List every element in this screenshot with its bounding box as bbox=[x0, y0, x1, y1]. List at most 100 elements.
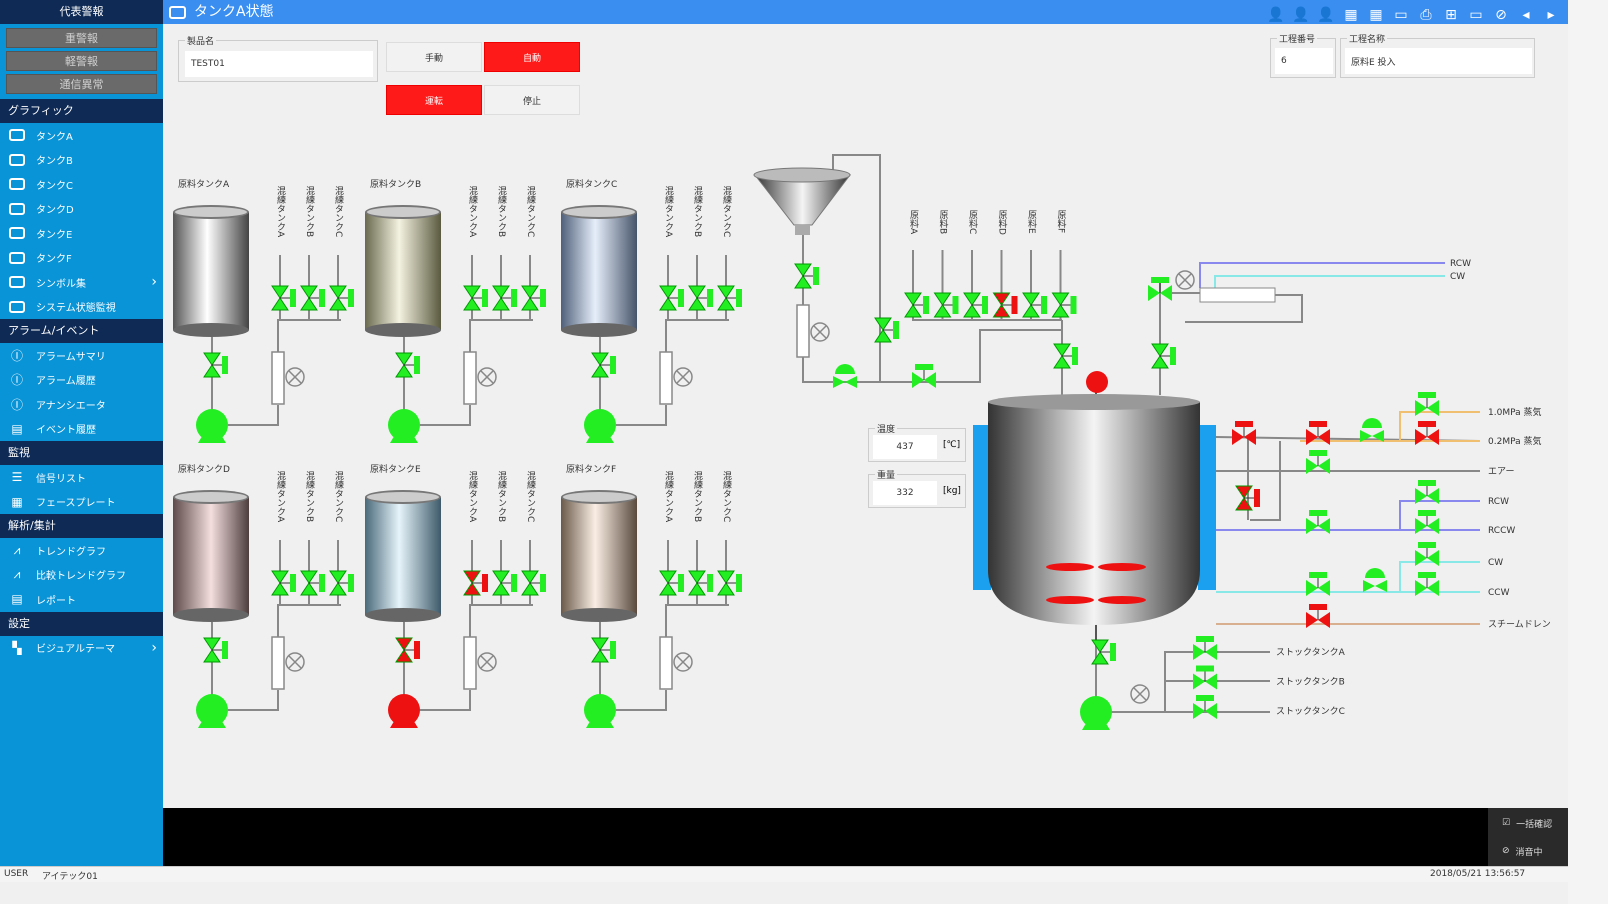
valve[interactable] bbox=[1053, 343, 1078, 369]
valve[interactable] bbox=[1415, 392, 1439, 416]
valve[interactable] bbox=[992, 292, 1018, 318]
valve[interactable] bbox=[521, 285, 546, 311]
sidebar-item[interactable]: ☰信号リスト bbox=[0, 465, 163, 490]
valve[interactable] bbox=[591, 352, 616, 378]
pump[interactable] bbox=[1080, 696, 1112, 730]
valve[interactable] bbox=[395, 352, 420, 378]
valve[interactable] bbox=[1193, 695, 1217, 719]
stop-button[interactable]: 停止 bbox=[484, 85, 580, 115]
grid-icon[interactable]: ▦ bbox=[1344, 7, 1358, 23]
pump[interactable] bbox=[196, 694, 228, 728]
valve[interactable] bbox=[963, 292, 988, 318]
sidebar-item[interactable]: ▦フェースプレート bbox=[0, 490, 163, 515]
valve[interactable] bbox=[1235, 485, 1260, 511]
sidebar-item[interactable]: システム状態監視 bbox=[0, 295, 163, 320]
valve[interactable] bbox=[463, 285, 488, 311]
valve[interactable] bbox=[1415, 510, 1439, 534]
valve[interactable] bbox=[874, 317, 899, 343]
sidebar-item[interactable]: タンクA bbox=[0, 123, 163, 148]
valve[interactable] bbox=[1306, 510, 1330, 534]
prev-icon[interactable]: ◂ bbox=[1522, 7, 1530, 23]
window-icon[interactable]: ▭ bbox=[1394, 7, 1408, 23]
grid-icon[interactable]: ▦ bbox=[1369, 7, 1383, 23]
valve[interactable] bbox=[1148, 277, 1172, 301]
sidebar-item[interactable]: ▤イベント履歴 bbox=[0, 417, 163, 442]
valve[interactable] bbox=[300, 570, 325, 596]
control-valve[interactable] bbox=[833, 364, 857, 388]
valve[interactable] bbox=[329, 570, 354, 596]
user-icon[interactable]: 👤 bbox=[1317, 7, 1335, 23]
sidebar-item[interactable]: ▤レポート bbox=[0, 587, 163, 612]
valve[interactable] bbox=[1306, 572, 1330, 596]
pump[interactable] bbox=[388, 694, 420, 728]
pump[interactable] bbox=[584, 409, 616, 443]
valve[interactable] bbox=[1051, 292, 1077, 318]
mute-button[interactable]: ⊘消音中 bbox=[1502, 838, 1543, 864]
manual-button[interactable]: 手動 bbox=[386, 42, 482, 72]
sidebar-item[interactable]: シンボル集› bbox=[0, 270, 163, 295]
pump[interactable] bbox=[196, 409, 228, 443]
valve[interactable] bbox=[463, 570, 488, 596]
valve[interactable] bbox=[933, 292, 959, 318]
valve[interactable] bbox=[794, 263, 819, 289]
valve[interactable] bbox=[717, 285, 742, 311]
valve[interactable] bbox=[1022, 292, 1047, 318]
sidebar-item[interactable]: タンクE bbox=[0, 221, 163, 246]
heavy-alarm-button[interactable]: 重警報 bbox=[6, 28, 157, 48]
valve[interactable] bbox=[659, 285, 684, 311]
valve[interactable] bbox=[1415, 572, 1439, 596]
valve[interactable] bbox=[1415, 421, 1439, 445]
printer-icon[interactable]: ⎙ bbox=[1420, 7, 1432, 23]
sidebar-item[interactable]: タンクD bbox=[0, 197, 163, 222]
valve[interactable] bbox=[591, 637, 616, 663]
valve[interactable] bbox=[1193, 665, 1217, 690]
user-icon[interactable]: 👤 bbox=[1267, 7, 1285, 23]
next-icon[interactable]: ▸ bbox=[1547, 7, 1555, 23]
sidebar-item[interactable]: ▚ビジュアルテーマ› bbox=[0, 636, 163, 661]
valve[interactable] bbox=[1306, 604, 1330, 628]
sidebar-item[interactable]: ⩘トレンドグラフ bbox=[0, 538, 163, 563]
sidebar-item[interactable]: タンクB bbox=[0, 148, 163, 173]
valve[interactable] bbox=[329, 285, 354, 311]
valve[interactable] bbox=[688, 570, 713, 596]
ban-icon[interactable]: ⊘ bbox=[1495, 7, 1507, 23]
layout-icon[interactable]: ⊞ bbox=[1445, 7, 1457, 23]
control-valve[interactable] bbox=[1360, 418, 1384, 442]
run-button[interactable]: 運転 bbox=[386, 85, 482, 115]
valve[interactable] bbox=[521, 570, 546, 596]
valve[interactable] bbox=[1232, 421, 1256, 445]
valve[interactable] bbox=[300, 285, 325, 311]
valve[interactable] bbox=[492, 285, 517, 311]
pump[interactable] bbox=[388, 409, 420, 443]
valve[interactable] bbox=[659, 570, 684, 596]
sidebar-item[interactable]: タンクF bbox=[0, 246, 163, 271]
valve[interactable] bbox=[395, 637, 420, 663]
valve[interactable] bbox=[904, 292, 929, 318]
sidebar-item[interactable]: ⩘比較トレンドグラフ bbox=[0, 563, 163, 588]
valve[interactable] bbox=[1091, 639, 1116, 665]
valve[interactable] bbox=[688, 285, 713, 311]
pump[interactable] bbox=[584, 694, 616, 728]
valve[interactable] bbox=[1415, 542, 1439, 566]
user-icon[interactable]: 👤 bbox=[1292, 7, 1310, 23]
window-icon[interactable]: ▭ bbox=[1469, 7, 1483, 23]
valve[interactable] bbox=[1151, 343, 1176, 369]
valve[interactable] bbox=[492, 570, 517, 596]
valve[interactable] bbox=[1306, 421, 1330, 445]
valve[interactable] bbox=[203, 637, 228, 663]
valve[interactable] bbox=[1415, 480, 1439, 504]
control-valve[interactable] bbox=[1363, 568, 1387, 592]
light-alarm-button[interactable]: 軽警報 bbox=[6, 51, 157, 71]
valve[interactable] bbox=[271, 570, 296, 596]
product-name-input[interactable]: TEST01 bbox=[185, 51, 373, 77]
valve[interactable] bbox=[1193, 636, 1217, 660]
valve[interactable] bbox=[271, 285, 296, 311]
auto-button[interactable]: 自動 bbox=[484, 42, 580, 72]
comm-error-button[interactable]: 通信異常 bbox=[6, 74, 157, 94]
valve[interactable] bbox=[717, 570, 742, 596]
valve[interactable] bbox=[912, 364, 936, 388]
valve[interactable] bbox=[203, 352, 228, 378]
